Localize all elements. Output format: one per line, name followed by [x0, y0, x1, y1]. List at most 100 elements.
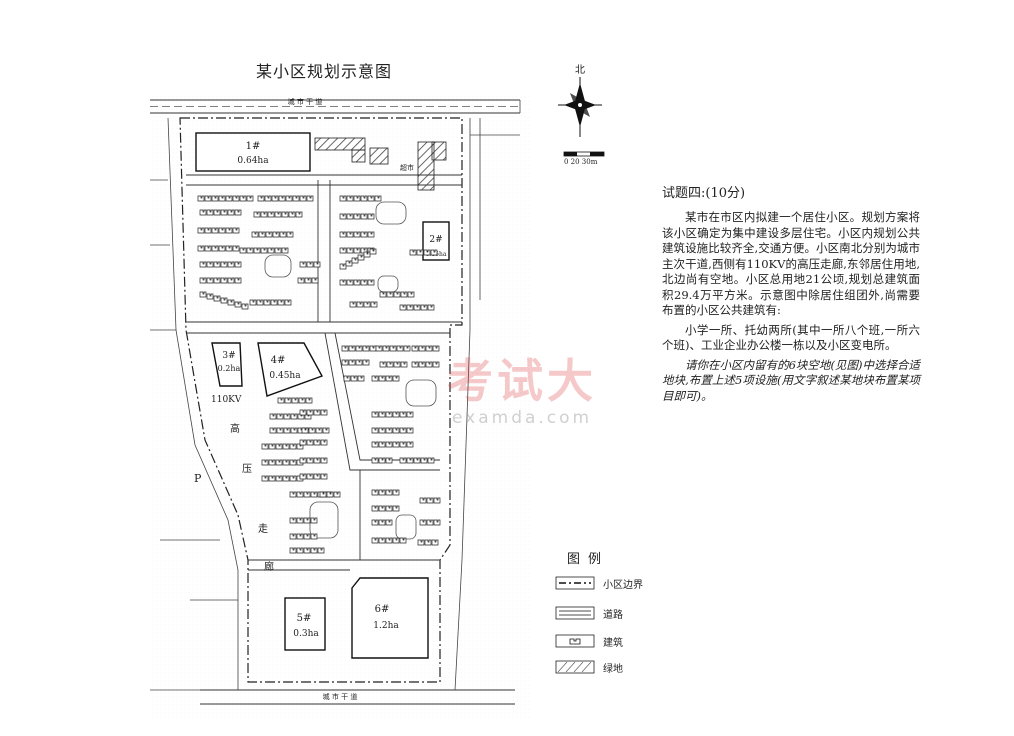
- housing-block: [291, 397, 299, 404]
- housing-block: [297, 277, 305, 284]
- housing-block: [298, 397, 306, 404]
- housing-block: [303, 517, 311, 524]
- north-label: 北: [575, 64, 585, 76]
- housing-block: [306, 261, 314, 268]
- housing-block: [218, 245, 226, 252]
- legend-title: 图例: [567, 552, 610, 567]
- housing-block: [301, 427, 309, 434]
- housing-block: [353, 195, 361, 202]
- housing-block: [349, 301, 357, 308]
- housing-block: [303, 533, 311, 540]
- housing-block: [375, 345, 383, 352]
- housing-block: [385, 411, 393, 418]
- housing-block: [346, 279, 354, 286]
- housing-block: [355, 345, 363, 352]
- legend: 图例 小区边界 道路 建筑 绿地: [555, 548, 705, 675]
- voltage-label: 110KV: [211, 395, 242, 405]
- housing-block: [353, 279, 361, 286]
- housing-block: [274, 247, 282, 254]
- plot-2-id: 2#: [429, 235, 442, 245]
- housing-block: [378, 441, 386, 448]
- housing-block: [211, 195, 219, 202]
- housing-block: [295, 211, 303, 218]
- housing-block: [310, 491, 318, 498]
- housing-block: [385, 537, 393, 544]
- housing-block: [263, 299, 271, 306]
- housing-block: [385, 441, 393, 448]
- housing-block: [385, 505, 393, 512]
- housing-block: [239, 247, 247, 254]
- housing-block: [268, 443, 276, 450]
- housing-block: [403, 345, 411, 352]
- housing-block: [371, 457, 379, 464]
- housing-block: [199, 209, 207, 216]
- housing-block: [378, 537, 386, 544]
- housing-block: [282, 443, 290, 450]
- housing-block: [260, 211, 268, 218]
- housing-block: [392, 505, 400, 512]
- plot-1-area: 0.64ha: [237, 156, 269, 166]
- housing-block: [371, 519, 379, 526]
- housing-block: [419, 497, 427, 504]
- housing-block: [288, 211, 296, 218]
- housing-block: [303, 491, 311, 498]
- road-swatch: [555, 606, 595, 620]
- housing-block: [292, 195, 300, 202]
- housing-block: [218, 195, 226, 202]
- housing-block: [197, 227, 205, 234]
- plot-3-id: 3#: [222, 351, 235, 361]
- question-paragraph-1: 某市在市区内拟建一个居住小区。规划方案将该小区确定为集中建设多层住宅。小区内规划…: [662, 210, 920, 317]
- housing-block: [379, 291, 387, 298]
- housing-block: [299, 261, 307, 268]
- east-neighbour-lines: [454, 100, 521, 691]
- housing-block: [350, 375, 358, 382]
- housing-block: [290, 413, 298, 420]
- housing-block: [284, 397, 292, 404]
- housing-block: [232, 245, 240, 252]
- housing-block: [411, 361, 419, 368]
- housing-block: [339, 247, 347, 254]
- plot-3: 3# 0.2ha: [211, 342, 243, 387]
- housing-block: [367, 279, 375, 286]
- housing-block: [269, 413, 277, 420]
- housing-block: [392, 537, 400, 544]
- housing-block: [220, 261, 228, 268]
- housing-block: [241, 303, 249, 310]
- housing-block: [320, 439, 328, 446]
- district-boundary: [179, 117, 463, 683]
- housing-block: [296, 533, 304, 540]
- housing-block: [305, 397, 313, 404]
- housing-block: [232, 195, 240, 202]
- housing-block: [218, 227, 226, 234]
- housing-block: [406, 304, 414, 311]
- housing-block: [385, 519, 393, 526]
- legend-label-green: 绿地: [603, 664, 623, 675]
- housing-block: [357, 254, 365, 261]
- legend-label-boundary: 小区边界: [603, 580, 643, 591]
- housing-block: [258, 231, 266, 238]
- housing-block: [289, 517, 297, 524]
- top-city-road: 城 市 干 道: [150, 97, 520, 114]
- housing-block: [360, 195, 368, 202]
- housing-block: [392, 411, 400, 418]
- housing-block: [385, 427, 393, 434]
- housing-block: [399, 411, 407, 418]
- housing-block: [400, 291, 408, 298]
- housing-block: [310, 547, 318, 554]
- housing-block: [386, 361, 394, 368]
- housing-block: [299, 439, 307, 446]
- housing-block: [267, 247, 275, 254]
- question-body: 某市在市区内拟建一个居住小区。规划方案将该小区确定为集中建设多层住宅。小区内规划…: [662, 210, 920, 408]
- housing-block: [261, 443, 269, 450]
- plot-1: 1# 0.64ha: [195, 132, 311, 172]
- housing-block: [199, 291, 207, 298]
- housing-block: [299, 457, 307, 464]
- housing-block: [371, 537, 379, 544]
- housing-block: [311, 277, 319, 284]
- housing-block: [353, 247, 361, 254]
- housing-block: [424, 539, 432, 546]
- housing-block: [341, 359, 349, 366]
- housing-block: [204, 245, 212, 252]
- housing-block: [348, 345, 356, 352]
- housing-block: [431, 539, 439, 546]
